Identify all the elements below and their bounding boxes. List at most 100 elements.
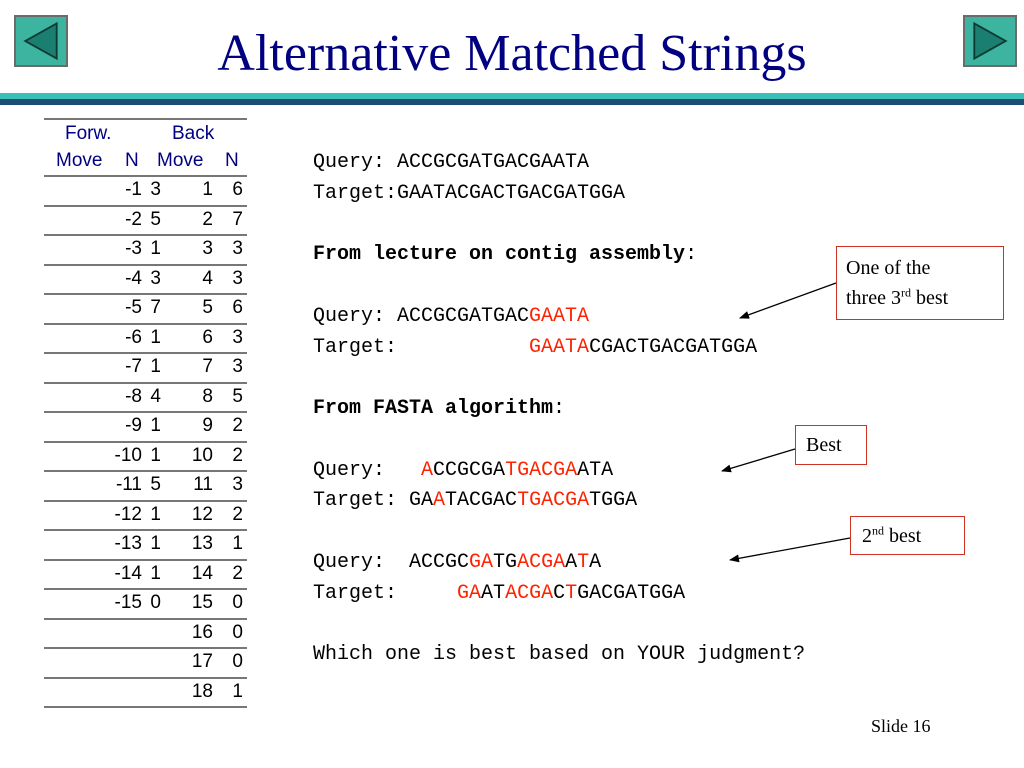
- seq-match-segment: ACGA: [505, 582, 554, 605]
- heading-contig-assembly: From lecture on contig assembly:: [313, 243, 697, 267]
- forw-move-cell: -4: [125, 267, 142, 289]
- back-move-cell: 8: [202, 385, 213, 407]
- back-n-cell: 2: [232, 503, 243, 525]
- forw-move-cell: -14: [114, 562, 142, 584]
- triangle-left-icon: [23, 21, 58, 61]
- query-label: Query:: [313, 551, 410, 574]
- forw-n-cell: 1: [150, 356, 161, 377]
- seq-segment: CGACTGACGATGGA: [589, 336, 758, 359]
- heading-text: From FASTA algorithm: [313, 397, 554, 420]
- seq-match-segment: ACGA: [517, 551, 566, 574]
- title-rule-top: [0, 93, 1024, 99]
- query-line-1: Query: ACCGCGATGACGAATA: [313, 305, 589, 329]
- back-move-cell: 17: [191, 651, 213, 672]
- forw-n-cell: 1: [150, 533, 161, 554]
- back-move-cell: 5: [202, 297, 213, 318]
- callout-superscript: rd: [900, 285, 911, 300]
- seq-segment: A: [565, 551, 578, 574]
- seq-segment: AT: [481, 582, 506, 605]
- back-n-cell: 0: [232, 621, 243, 643]
- back-n-cell: 7: [232, 208, 243, 230]
- back-n-cell: 3: [232, 267, 243, 289]
- seq-match-segment: T: [565, 582, 578, 605]
- query-label: Query:: [313, 305, 398, 328]
- seq-match-segment: T: [577, 551, 590, 574]
- seq-match-segment: GA: [469, 551, 494, 574]
- query-line-0: Query: ACCGCGATGACGAATA: [313, 151, 589, 175]
- seq-match-segment: A: [433, 489, 446, 512]
- back-n-cell: 1: [232, 680, 243, 702]
- callout-text: 2: [862, 525, 872, 547]
- table-row: 17 0: [44, 649, 247, 679]
- back-n-cell: 3: [232, 474, 243, 495]
- callout-second-best: 2nd best: [850, 516, 965, 555]
- query-line-3: Query: ACCGCGATGACGAATA: [313, 551, 601, 575]
- back-move-cell: 11: [193, 474, 213, 495]
- seq-segment: TG: [493, 551, 518, 574]
- table-row: -12 1 12 2: [44, 502, 247, 531]
- back-n-cell: 0: [232, 592, 243, 613]
- back-n-cell: 5: [232, 385, 243, 407]
- back-move-cell: 3: [202, 238, 213, 259]
- target-line-2: Target: GAATACGACTGACGATGGA: [313, 489, 637, 513]
- header-back: Back: [172, 123, 215, 144]
- slide-number: Slide 16: [871, 716, 931, 736]
- back-n-cell: 1: [232, 533, 243, 554]
- back-n-cell: 0: [232, 651, 243, 672]
- forw-move-cell: -3: [125, 238, 142, 259]
- forw-n-cell: 5: [150, 208, 161, 230]
- back-n-cell: 3: [232, 326, 243, 348]
- query-label: Query:: [313, 151, 398, 174]
- forw-n-cell: 1: [150, 415, 161, 436]
- seq-segment: A: [589, 551, 602, 574]
- callout-superscript: nd: [872, 523, 884, 538]
- forw-n-cell: 1: [150, 503, 161, 525]
- back-move-cell: 1: [202, 179, 213, 200]
- back-move-cell: 4: [202, 267, 213, 289]
- header-forw-move: Move: [56, 150, 103, 171]
- back-move-cell: 12: [191, 503, 213, 525]
- heading-colon: :: [553, 397, 566, 420]
- forw-n-cell: 7: [150, 297, 161, 318]
- previous-slide-button[interactable]: [14, 15, 68, 67]
- seq-segment: ACCGCGATGAC: [397, 305, 530, 328]
- forw-n-cell: 0: [150, 592, 161, 613]
- forw-move-cell: -9: [125, 415, 142, 436]
- forw-n-cell: 1: [150, 562, 161, 584]
- back-move-cell: 15: [191, 592, 213, 613]
- callout-line: three 3rd best: [846, 283, 1003, 313]
- forw-n-cell: 3: [150, 179, 161, 200]
- forw-n-cell: 1: [150, 444, 161, 466]
- seq-match-segment: TGACGA: [505, 459, 578, 482]
- heading-text: From lecture on contig assembly: [313, 243, 686, 266]
- target-line-0: Target:GAATACGACTGACGATGGA: [313, 182, 625, 206]
- forw-move-cell: -12: [114, 503, 142, 525]
- back-move-cell: 2: [202, 208, 213, 230]
- back-move-cell: 9: [202, 415, 213, 436]
- query-label: Query:: [313, 459, 422, 482]
- closing-question: Which one is best based on YOUR judgment…: [313, 643, 806, 666]
- back-move-cell: 14: [191, 562, 213, 584]
- back-n-cell: 6: [232, 297, 243, 318]
- seq-segment: CCGCGA: [433, 459, 506, 482]
- next-slide-button[interactable]: [963, 15, 1017, 67]
- forw-n-cell: 3: [150, 267, 161, 289]
- back-move-cell: 6: [202, 326, 213, 348]
- forw-move-cell: -6: [125, 326, 142, 348]
- header-back-n: N: [225, 150, 239, 171]
- back-move-cell: 7: [202, 356, 213, 377]
- seq-segment: GA: [409, 489, 434, 512]
- heading-fasta: From FASTA algorithm:: [313, 397, 565, 421]
- seq-match-segment: GAATA: [529, 336, 590, 359]
- back-n-cell: 3: [232, 238, 243, 259]
- seq-segment: TACGAC: [445, 489, 518, 512]
